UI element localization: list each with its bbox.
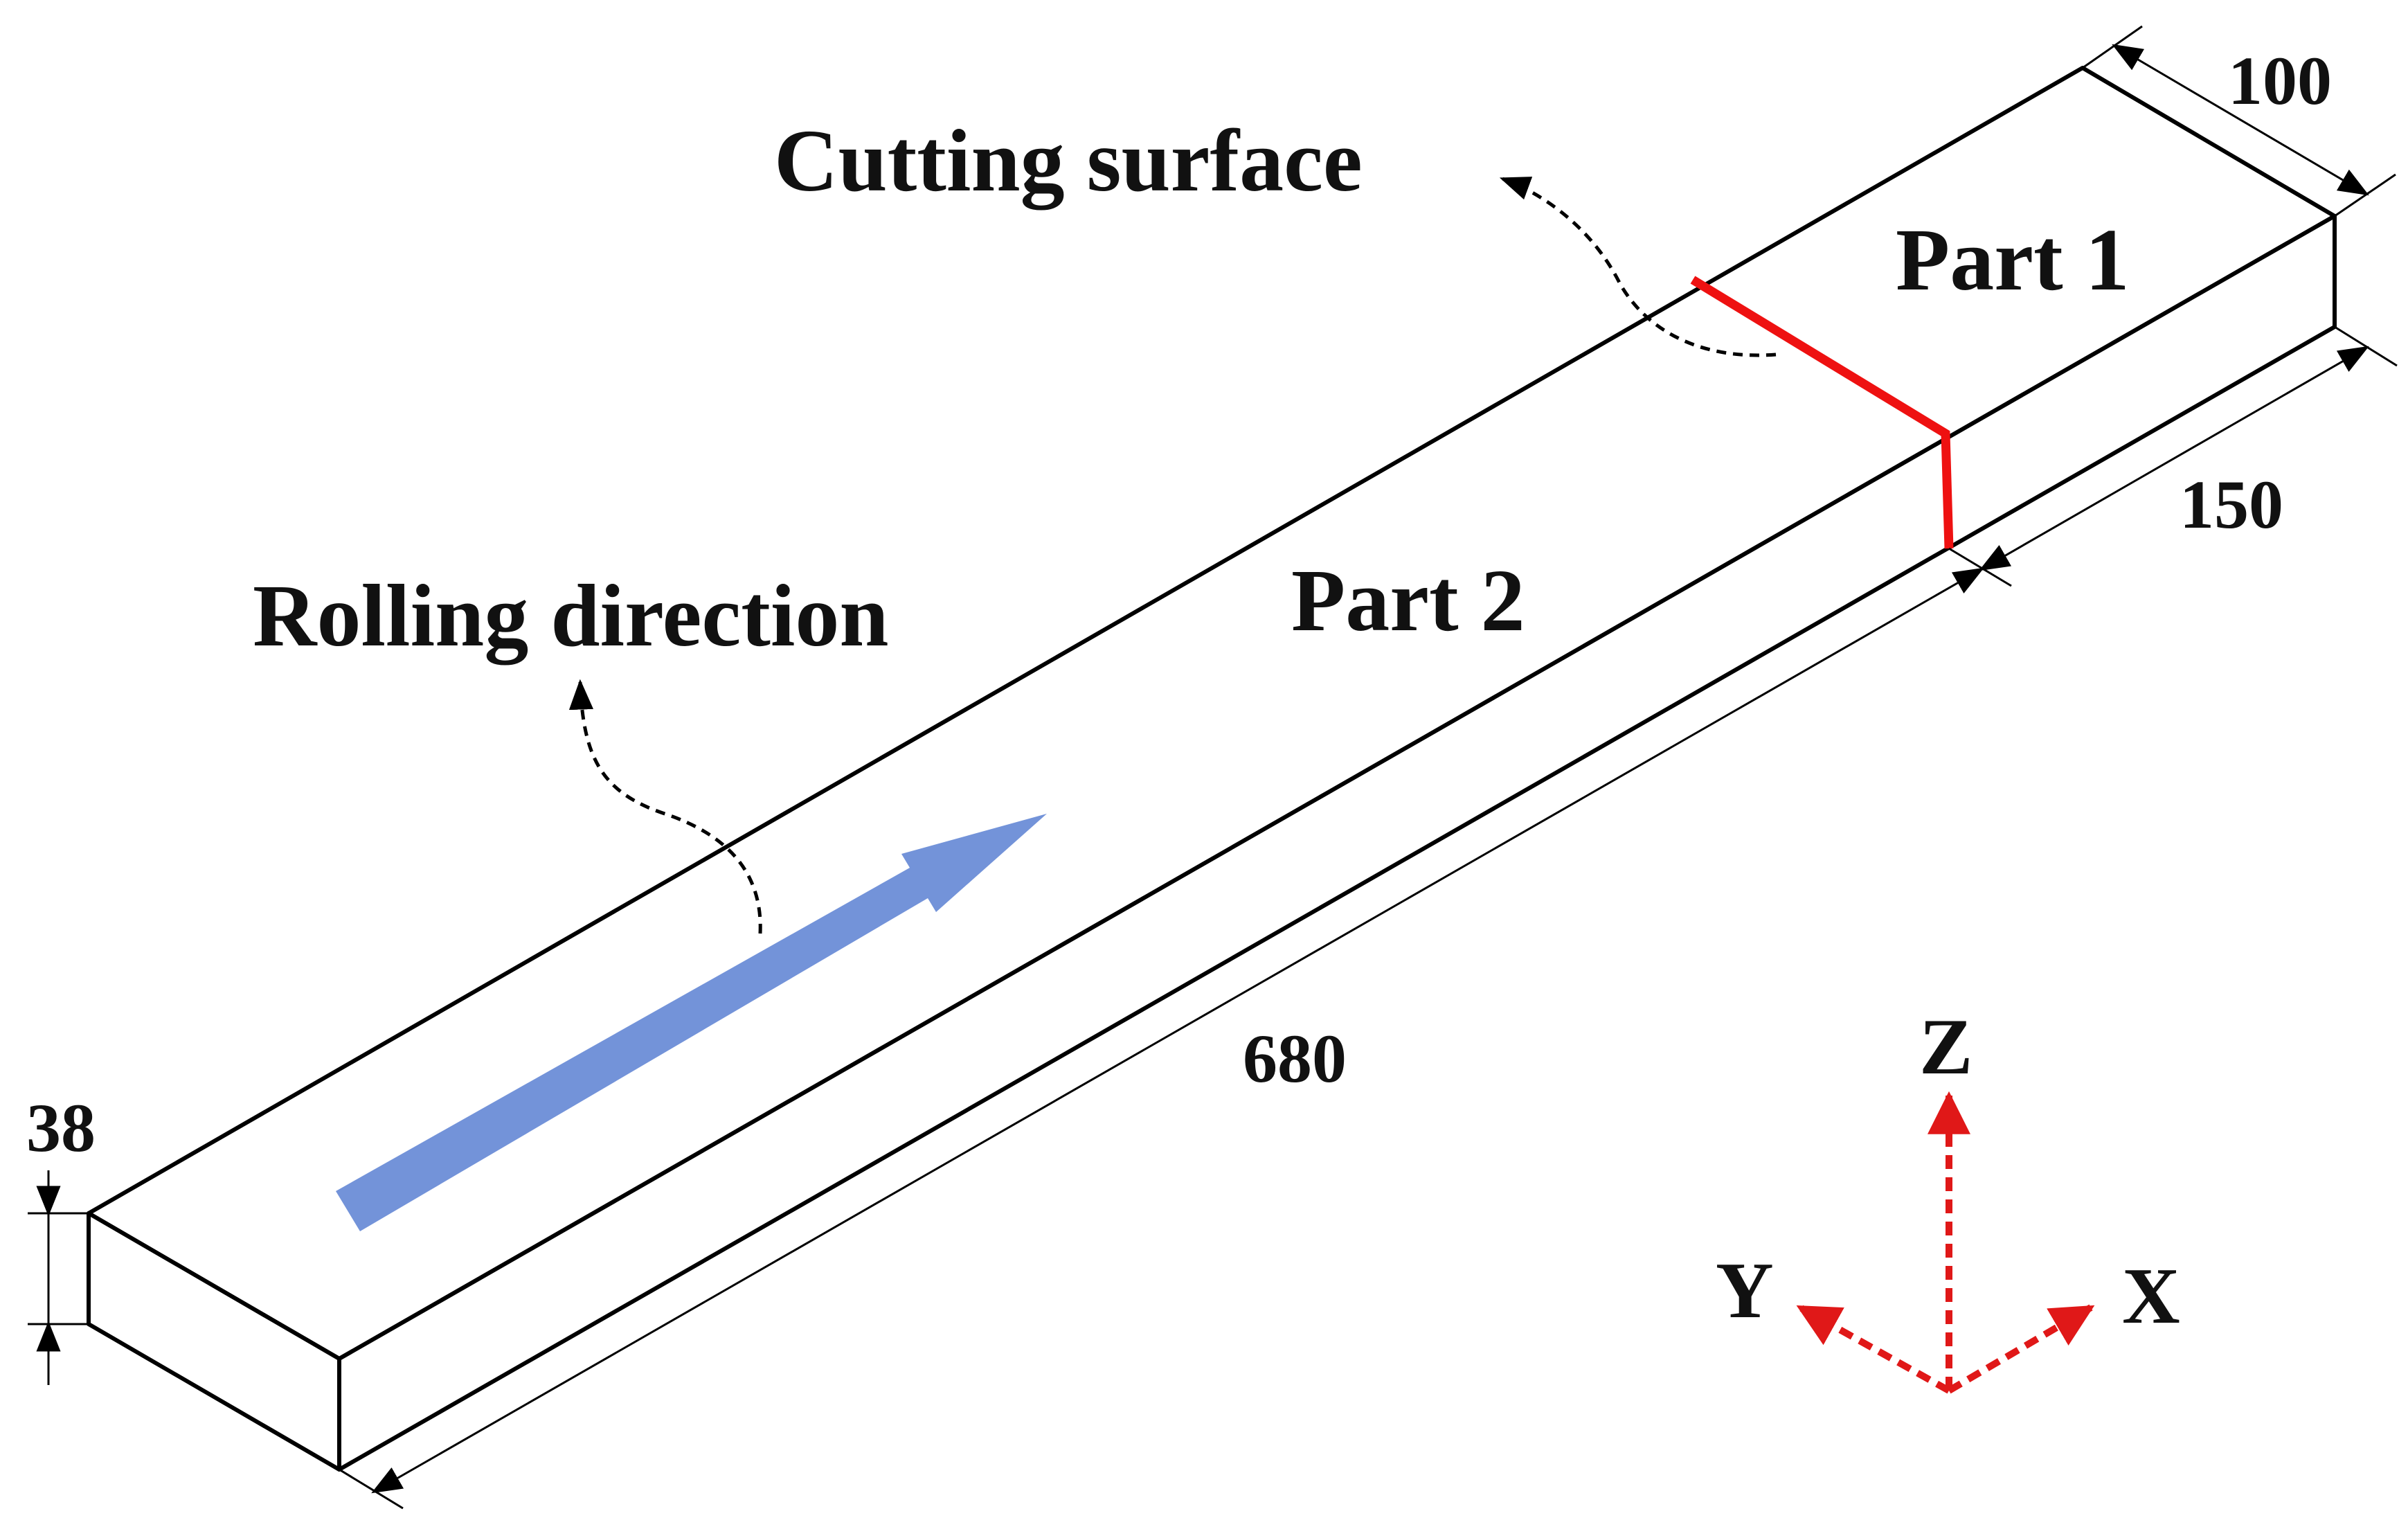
total-length-extension: [339, 1468, 404, 1510]
rolling-direction-label: Rolling direction: [253, 566, 889, 665]
x-axis-label: X: [2122, 1252, 2180, 1341]
part1-length-value: 150: [2180, 466, 2283, 543]
total-length-value: 680: [1243, 1020, 1347, 1097]
cutting-surface-label: Cutting surface: [774, 111, 1363, 210]
part1-extension-2: [1948, 547, 2012, 587]
part1-dimension: [1979, 346, 2369, 571]
width-extension-1: [2082, 25, 2143, 69]
width-dimension: [2112, 44, 2369, 196]
y-axis-arrow: [1796, 1304, 1951, 1394]
long-side-face: [337, 214, 2337, 1472]
z-axis-label: Z: [1919, 1003, 1973, 1091]
cut-line: [1690, 276, 1954, 549]
axis-triad: [1796, 1091, 2095, 1394]
dimension-lines: [28, 25, 2398, 1510]
x-axis-arrow: [1947, 1304, 2095, 1394]
thickness-value: 38: [26, 1089, 96, 1166]
width-dimension-value: 100: [2228, 42, 2332, 119]
y-axis-label: Y: [1716, 1247, 1774, 1335]
part1-label: Part 1: [1896, 211, 2130, 309]
total-length-dimension: [371, 567, 1984, 1494]
part2-label: Part 2: [1291, 551, 1525, 650]
